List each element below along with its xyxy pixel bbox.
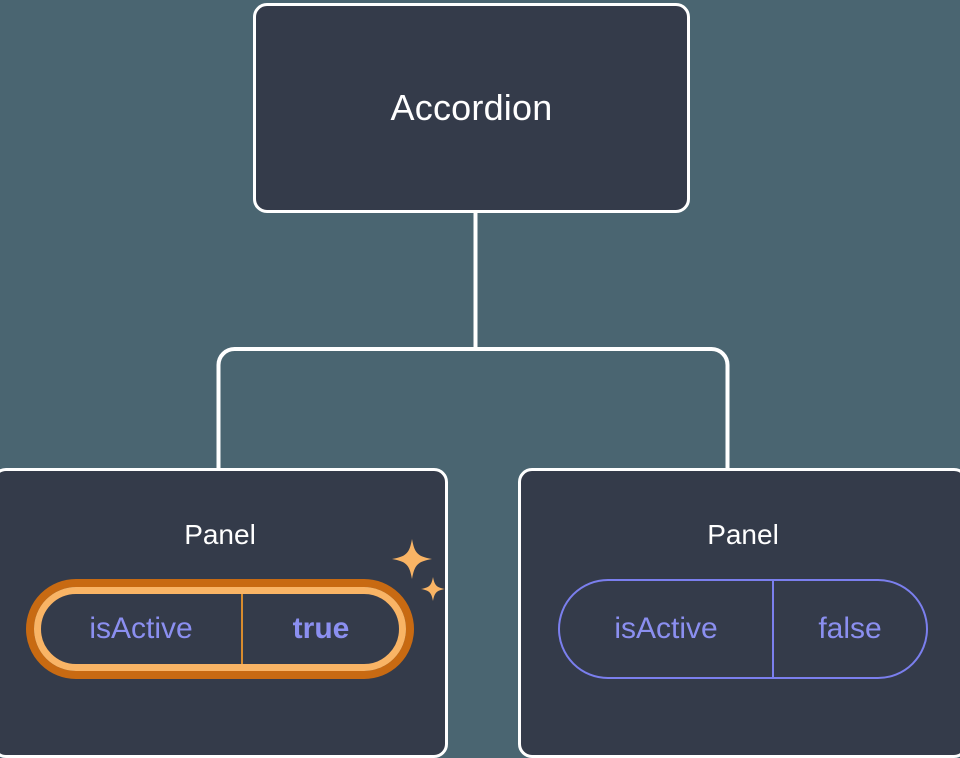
prop-key-label: isActive <box>614 612 718 645</box>
prop-value-label: false <box>772 581 926 677</box>
prop-key-label: isActive <box>89 612 193 645</box>
node-accordion[interactable]: Accordion <box>253 3 690 213</box>
prop-value-label: true <box>241 594 399 664</box>
node-panel-left-title: Panel <box>184 519 256 550</box>
node-accordion-title: Accordion <box>390 87 553 128</box>
node-panel-right-title: Panel <box>707 519 779 550</box>
node-panel-right[interactable]: Panel isActive false <box>518 468 960 758</box>
sparkle-small <box>421 577 445 601</box>
prop-pill-isactive-true[interactable]: isActive true <box>26 579 414 679</box>
sparkle-large <box>392 539 432 579</box>
prop-pill-right-wrapper: isActive false <box>558 579 928 679</box>
component-tree-diagram: Accordion Panel isActive true Panel isAc… <box>0 3 960 758</box>
node-panel-left[interactable]: Panel isActive true <box>0 468 448 758</box>
prop-pill-left-wrapper: isActive true <box>26 539 445 679</box>
connector-branch-bar <box>216 347 730 470</box>
prop-pill-inner: isActive true <box>34 587 406 671</box>
prop-pill-isactive-false[interactable]: isActive false <box>558 579 928 679</box>
